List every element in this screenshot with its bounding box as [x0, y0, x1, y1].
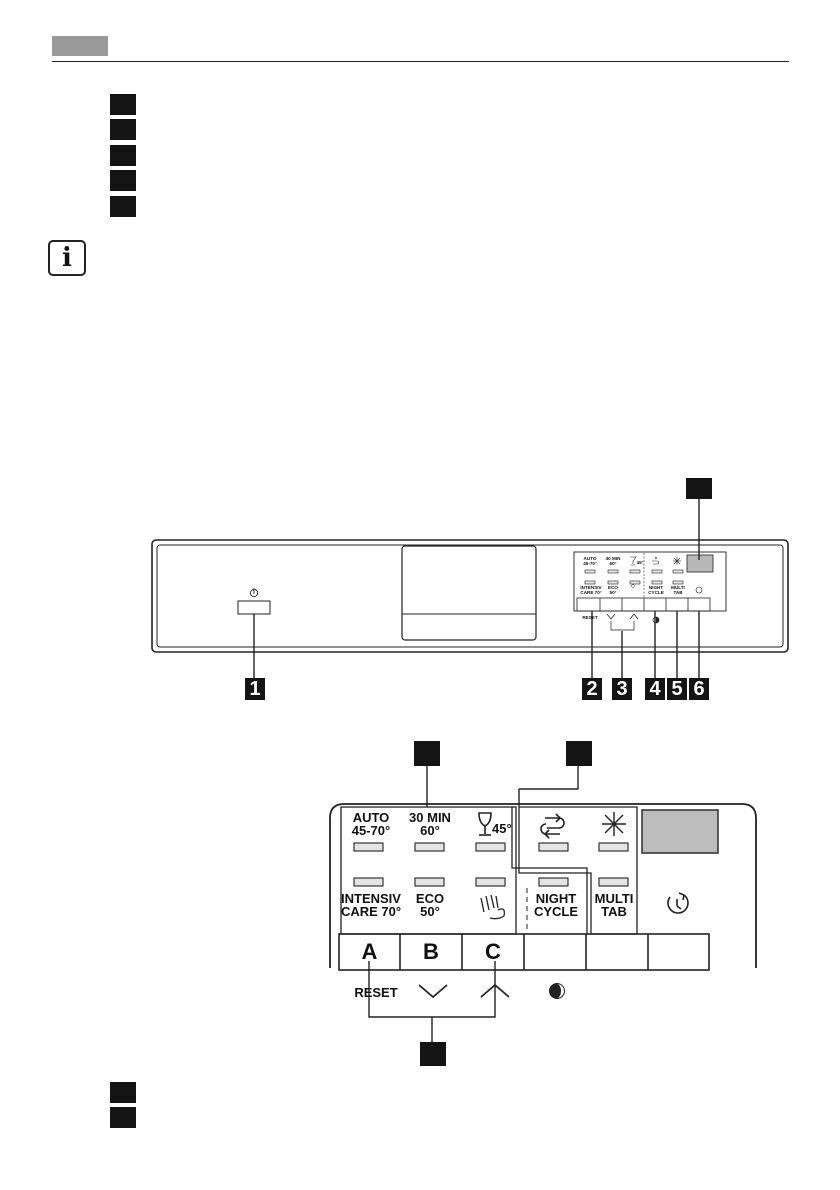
half-moon-icon [652, 616, 660, 624]
large-display [641, 809, 719, 854]
spray-icon [480, 894, 506, 920]
legend-marker [110, 145, 136, 166]
panel-outer-frame [151, 539, 789, 653]
legend-marker [110, 94, 136, 115]
small-glass-temp: 45° [636, 560, 644, 565]
spray-icon [630, 584, 636, 588]
marker-3: 3 [612, 678, 632, 700]
legend-marker [110, 1107, 136, 1128]
key-b: B [423, 939, 439, 964]
header-tab [52, 36, 108, 56]
wine-glass-icon [478, 812, 492, 836]
panel-inner-frame [156, 544, 784, 648]
recycle-arrows-icon [540, 813, 565, 839]
info-icon: i [48, 240, 86, 276]
power-icon [249, 588, 259, 598]
chevron-down-icon [418, 984, 448, 999]
power-button [237, 600, 271, 615]
large-panel-frame [329, 803, 757, 968]
reset-label: RESET [354, 985, 398, 1000]
header-rule [52, 61, 789, 62]
glass-temp-label: 45° [492, 821, 512, 836]
option-group-marker [566, 741, 592, 766]
legend-marker [110, 170, 136, 191]
legend-marker [110, 196, 136, 217]
delay-clock-icon [695, 586, 703, 594]
marker-4: 4 [645, 678, 665, 700]
sparkle-icon [602, 812, 626, 836]
delay-clock-icon [667, 892, 689, 914]
half-moon-icon [549, 983, 565, 999]
sparkle-icon [673, 557, 681, 565]
legend-marker [110, 1082, 136, 1103]
keys-marker [420, 1042, 446, 1066]
chevron-down-icon [606, 613, 616, 620]
display-window [401, 545, 537, 641]
marker-2: 2 [582, 678, 602, 700]
legend-marker [110, 119, 136, 140]
recycle-arrows-icon [652, 560, 659, 565]
key-a: A [361, 939, 378, 964]
marker-6: 6 [689, 678, 709, 700]
program-group-marker [414, 741, 440, 766]
small-reset-label: RESET [582, 615, 598, 620]
marker-5: 5 [667, 678, 687, 700]
key-c: C [485, 939, 501, 964]
chevron-up-icon [629, 613, 639, 620]
marker-1: 1 [245, 678, 265, 700]
display-marker [686, 478, 712, 499]
wine-glass-icon [630, 556, 637, 566]
